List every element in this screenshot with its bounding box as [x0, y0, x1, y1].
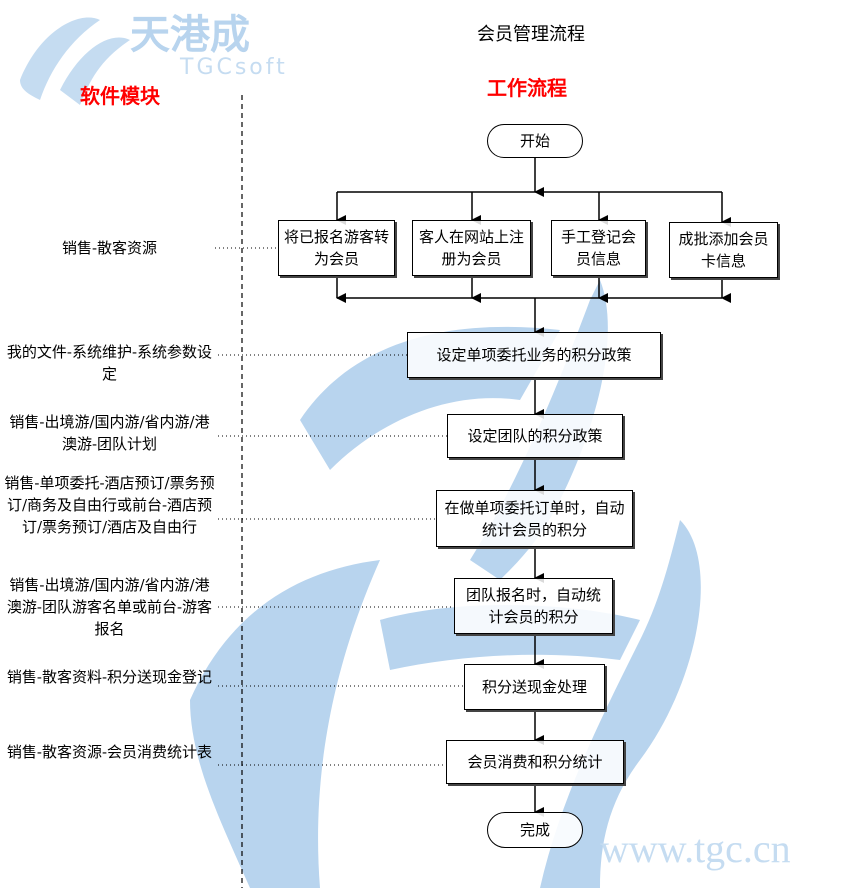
- step-single-order-points: 在做单项委托订单时，自动统计会员的积分: [436, 490, 633, 547]
- source-box-web-register: 客人在网站上注册为会员: [412, 220, 531, 276]
- step-consumption-stats: 会员消费和积分统计: [446, 740, 624, 784]
- start-node: 开始: [487, 124, 583, 158]
- modules-header: 软件模块: [80, 84, 160, 108]
- source-box-batch-add: 成批添加会员卡信息: [669, 222, 778, 278]
- module-label: 销售-单项委托-酒店预订/票务预订/商务及自由行或前台-酒店预订/票务预订/酒店…: [4, 474, 215, 536]
- step-single-policy: 设定单项委托业务的积分政策: [407, 332, 661, 378]
- watermark-url: www.tgc.cn: [600, 826, 791, 871]
- step-group-policy: 设定团队的积分政策: [447, 414, 623, 458]
- module-label: 销售-散客资源: [61, 239, 158, 257]
- module-label: 销售-出境游/国内游/省内游/港澳游-团队计划: [9, 413, 210, 453]
- module-label: 销售-散客资源-会员消费统计表: [6, 743, 213, 761]
- watermark-logo-cn: 天港成: [130, 12, 250, 58]
- end-node: 完成: [487, 812, 583, 848]
- module-label: 销售-散客资料-积分送现金登记: [6, 668, 213, 686]
- step-points-to-cash: 积分送现金处理: [464, 664, 605, 710]
- workflow-header: 工作流程: [487, 76, 567, 100]
- source-box-registered-tourist: 将已报名游客转为会员: [278, 220, 395, 276]
- page-title: 会员管理流程: [477, 24, 585, 45]
- module-label: 销售-出境游/国内游/省内游/港澳游-团队游客名单或前台-游客报名: [6, 576, 213, 638]
- step-group-signup-points: 团队报名时，自动统计会员的积分: [454, 578, 613, 634]
- source-box-manual-register: 手工登记会员信息: [551, 220, 646, 276]
- module-label: 我的文件-系统维护-系统参数设定: [6, 343, 213, 383]
- watermark-logo-en: TGCsoft: [179, 55, 288, 80]
